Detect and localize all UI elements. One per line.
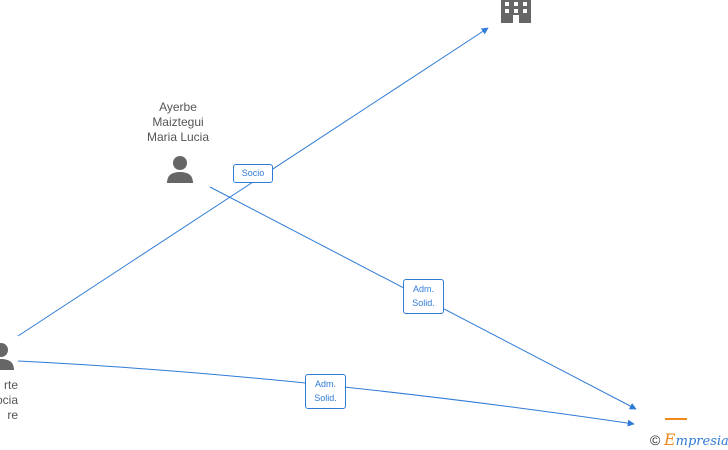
person-top-name-line2: Maiztegui: [152, 115, 204, 129]
person-icon[interactable]: [167, 156, 193, 183]
copyright-symbol: ©: [650, 432, 661, 448]
edge-label-socio-text: Socio: [241, 168, 265, 178]
person-top-name-line1: Ayerbe: [159, 100, 197, 114]
building-icon[interactable]: [501, 0, 531, 23]
edge-label-adm1-line2: Solid.: [412, 298, 435, 308]
brand-accent-bar: [665, 418, 687, 420]
person-left-name: rte ocia re: [0, 378, 18, 423]
person-left-name-line2: ocia: [0, 393, 19, 407]
brand-initial: E: [663, 430, 676, 449]
edge-label-adm2-line2: Solid.: [314, 393, 337, 403]
brand-name-rest: mpresia: [675, 434, 728, 449]
edge-label-adm2[interactable]: Adm. Solid.: [305, 374, 346, 409]
edge-label-adm1[interactable]: Adm. Solid.: [403, 279, 444, 314]
edge-label-adm2-line1: Adm.: [314, 379, 336, 389]
person-top-name: Ayerbe Maiztegui Maria Lucia: [128, 100, 228, 145]
person-left-name-line3: re: [7, 408, 18, 422]
edge-label-adm1-line1: Adm.: [412, 284, 434, 294]
brand-watermark: © Empresia: [650, 430, 728, 449]
person-icon[interactable]: [0, 343, 14, 370]
edge-label-socio[interactable]: Socio: [233, 164, 273, 183]
person-top-name-line3: Maria Lucia: [146, 130, 210, 144]
person-left-name-line1: rte: [3, 378, 18, 392]
